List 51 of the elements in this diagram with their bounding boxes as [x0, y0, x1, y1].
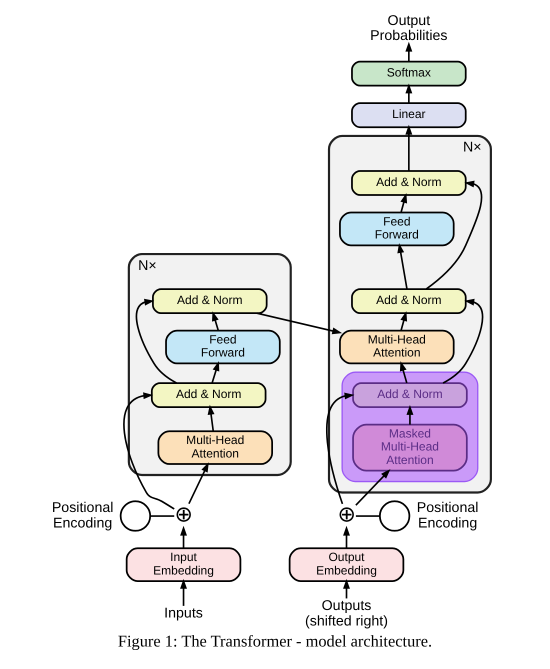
arrow	[188, 462, 209, 504]
node-box: Feed Forward	[165, 329, 281, 364]
arrow	[400, 360, 408, 383]
node-text: ⊕	[338, 500, 356, 526]
node-box: Masked Multi-Head Attention	[352, 423, 468, 471]
node-label: N×	[463, 139, 482, 156]
node-box: Input Embedding	[126, 546, 242, 582]
arrow	[123, 392, 175, 510]
node-text: Inputs	[164, 605, 203, 622]
node-box: Softmax	[351, 60, 467, 86]
arrow	[212, 310, 219, 330]
node-box: Add & Norm	[150, 382, 266, 408]
node-box: Add & Norm	[351, 170, 467, 196]
node-text: ⊕	[174, 500, 193, 526]
arrow	[256, 312, 342, 334]
arrow	[343, 525, 350, 548]
arrow	[405, 41, 412, 61]
arrow	[180, 525, 187, 548]
node-circle	[378, 500, 410, 532]
arrow	[400, 192, 408, 212]
arrow	[180, 578, 187, 606]
node-label: Positional Encoding	[52, 500, 114, 531]
node-box: Linear	[351, 102, 467, 128]
node-box: Output Embedding	[288, 546, 404, 582]
node-box: Add & Norm	[351, 288, 467, 314]
arrow	[406, 404, 414, 424]
arrow	[208, 404, 214, 431]
cluster	[128, 252, 292, 476]
node-label: Positional Encoding	[416, 500, 478, 531]
arrow	[397, 242, 408, 289]
node-box: Multi-Head Attention	[158, 430, 273, 464]
arrow	[326, 392, 354, 504]
cluster	[341, 371, 478, 482]
arrow	[405, 124, 412, 170]
node-text: Output Probabilities	[370, 12, 448, 44]
arrow	[343, 578, 350, 598]
node-circle	[120, 500, 152, 532]
connector	[356, 514, 380, 516]
connector	[150, 514, 174, 516]
node-box: Add & Norm	[152, 288, 268, 314]
arrow	[400, 310, 408, 330]
arrow	[405, 83, 412, 102]
arrow	[426, 180, 482, 290]
node-box: Add & Norm	[352, 382, 468, 408]
arrow	[211, 360, 220, 383]
arrow	[355, 468, 390, 506]
node-label: N×	[138, 257, 157, 274]
node-text: Outputs (shifted right)	[305, 597, 388, 629]
node-box: Feed Forward	[339, 211, 455, 246]
caption: Figure 1: The Transformer - model architecture.	[118, 631, 432, 650]
node-box: Multi-Head Attention	[339, 329, 455, 364]
